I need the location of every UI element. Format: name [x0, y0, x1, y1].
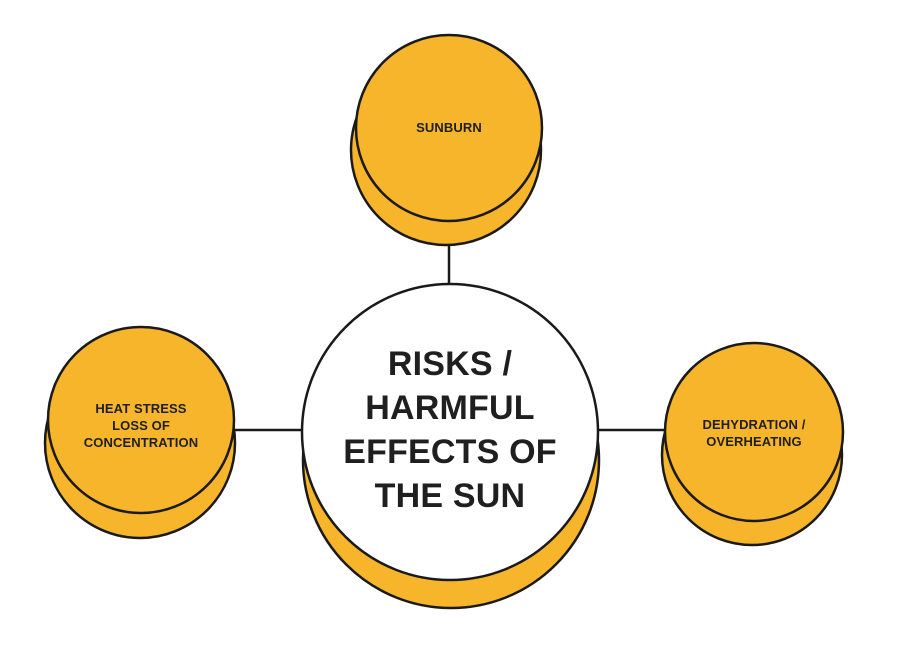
node-center: [300, 282, 601, 610]
node-dehydration: [660, 341, 845, 547]
node-heat-stress-circle: [46, 325, 236, 515]
node-center-circle: [300, 282, 600, 582]
node-sunburn: [349, 33, 544, 247]
node-sunburn-circle: [354, 33, 544, 223]
node-heat-stress: [43, 325, 237, 540]
node-dehydration-circle: [663, 341, 845, 523]
